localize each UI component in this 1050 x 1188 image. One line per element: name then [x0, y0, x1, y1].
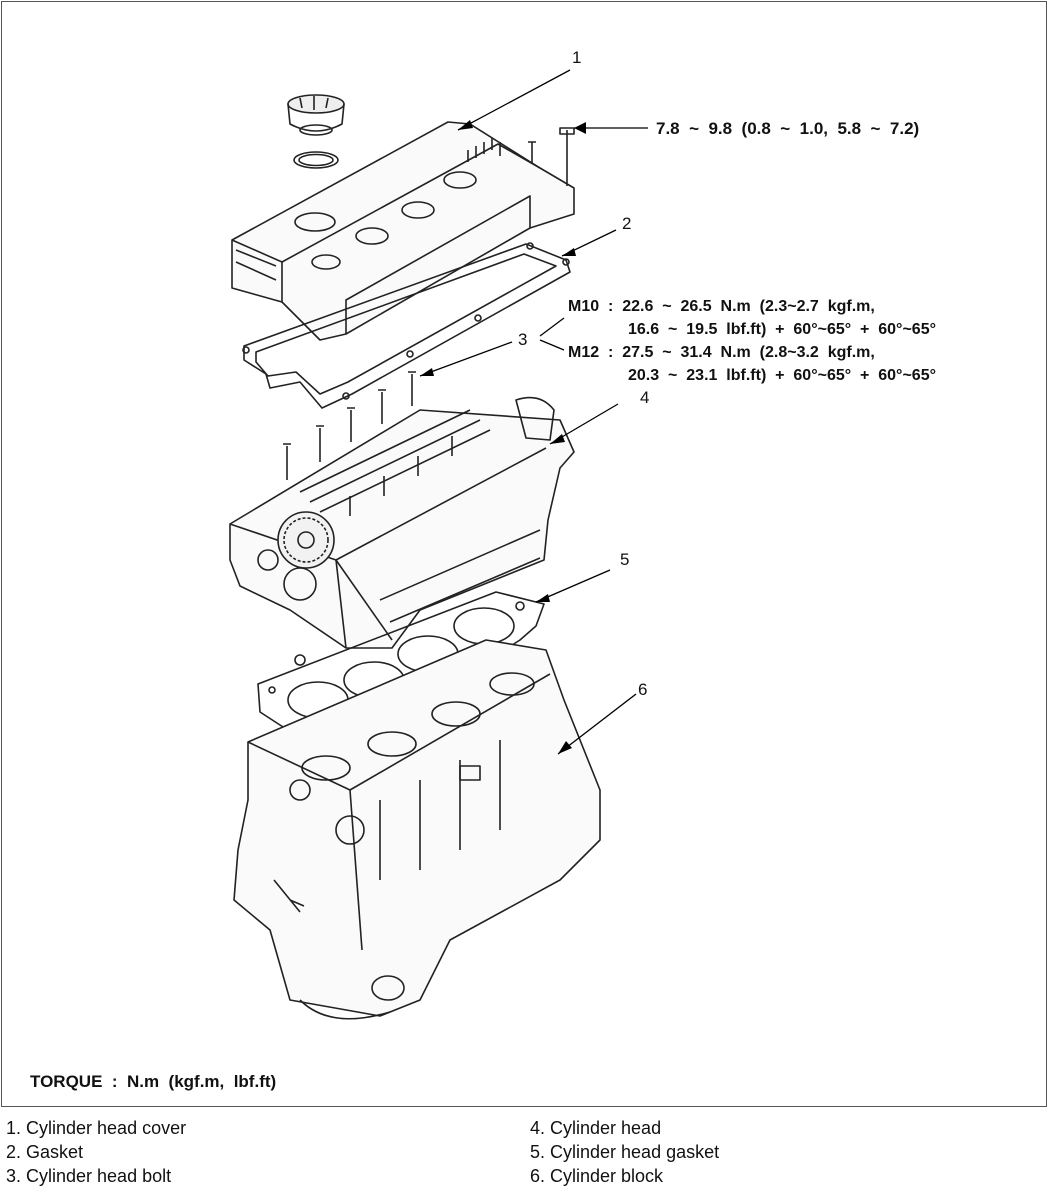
- oil-filler-cap: [287, 94, 345, 136]
- legend-item-5: 5. Cylinder head gasket: [530, 1142, 720, 1162]
- callout-1: 1: [572, 48, 582, 67]
- legend-item-6: 6. Cylinder block: [530, 1166, 664, 1186]
- m10-spec-line2: 16.6 ~ 19.5 lbf.ft) + 60°~65° + 60°~65°: [628, 321, 936, 338]
- torque-units-note: TORQUE : N.m (kgf.m, lbf.ft): [30, 1072, 277, 1091]
- parts-legend: 1. Cylinder head cover 2. Gasket 3. Cyli…: [0, 1114, 1050, 1186]
- cover-gasket: [242, 242, 571, 409]
- callout-5: 5: [620, 550, 630, 569]
- legend-item-1: 1. Cylinder head cover: [6, 1118, 187, 1138]
- callout-4: 4: [640, 388, 650, 407]
- cylinder-block: [233, 639, 601, 1020]
- cover-bolt-torque: 7.8 ~ 9.8 (0.8 ~ 1.0, 5.8 ~ 7.2): [656, 119, 920, 138]
- exploded-engine-diagram: [229, 69, 648, 1020]
- legend-item-4: 4. Cylinder head: [530, 1118, 662, 1138]
- legend-item-2: 2. Gasket: [6, 1142, 84, 1162]
- camshaft-sprocket: [277, 511, 335, 569]
- leader-arrowheads: [420, 120, 586, 754]
- m12-spec-line1: M12 : 27.5 ~ 31.4 N.m (2.8~3.2 kgf.m,: [568, 344, 875, 361]
- legend-item-3: 3. Cylinder head bolt: [6, 1166, 172, 1186]
- cylinder-head: [229, 396, 575, 649]
- cover-bolt: [528, 127, 575, 186]
- head-bolts: [283, 371, 416, 480]
- callout-6: 6: [638, 680, 648, 699]
- o-ring: [293, 151, 339, 169]
- callout-2: 2: [622, 214, 632, 233]
- diagram-frame: [1, 1, 1047, 1107]
- callout-3: 3: [518, 330, 528, 349]
- cylinder-head-cover: [231, 121, 575, 341]
- m10-spec-line1: M10 : 22.6 ~ 26.5 N.m (2.3~2.7 kgf.m,: [568, 298, 875, 315]
- m12-spec-line2: 20.3 ~ 23.1 lbf.ft) + 60°~65° + 60°~65°: [628, 367, 936, 384]
